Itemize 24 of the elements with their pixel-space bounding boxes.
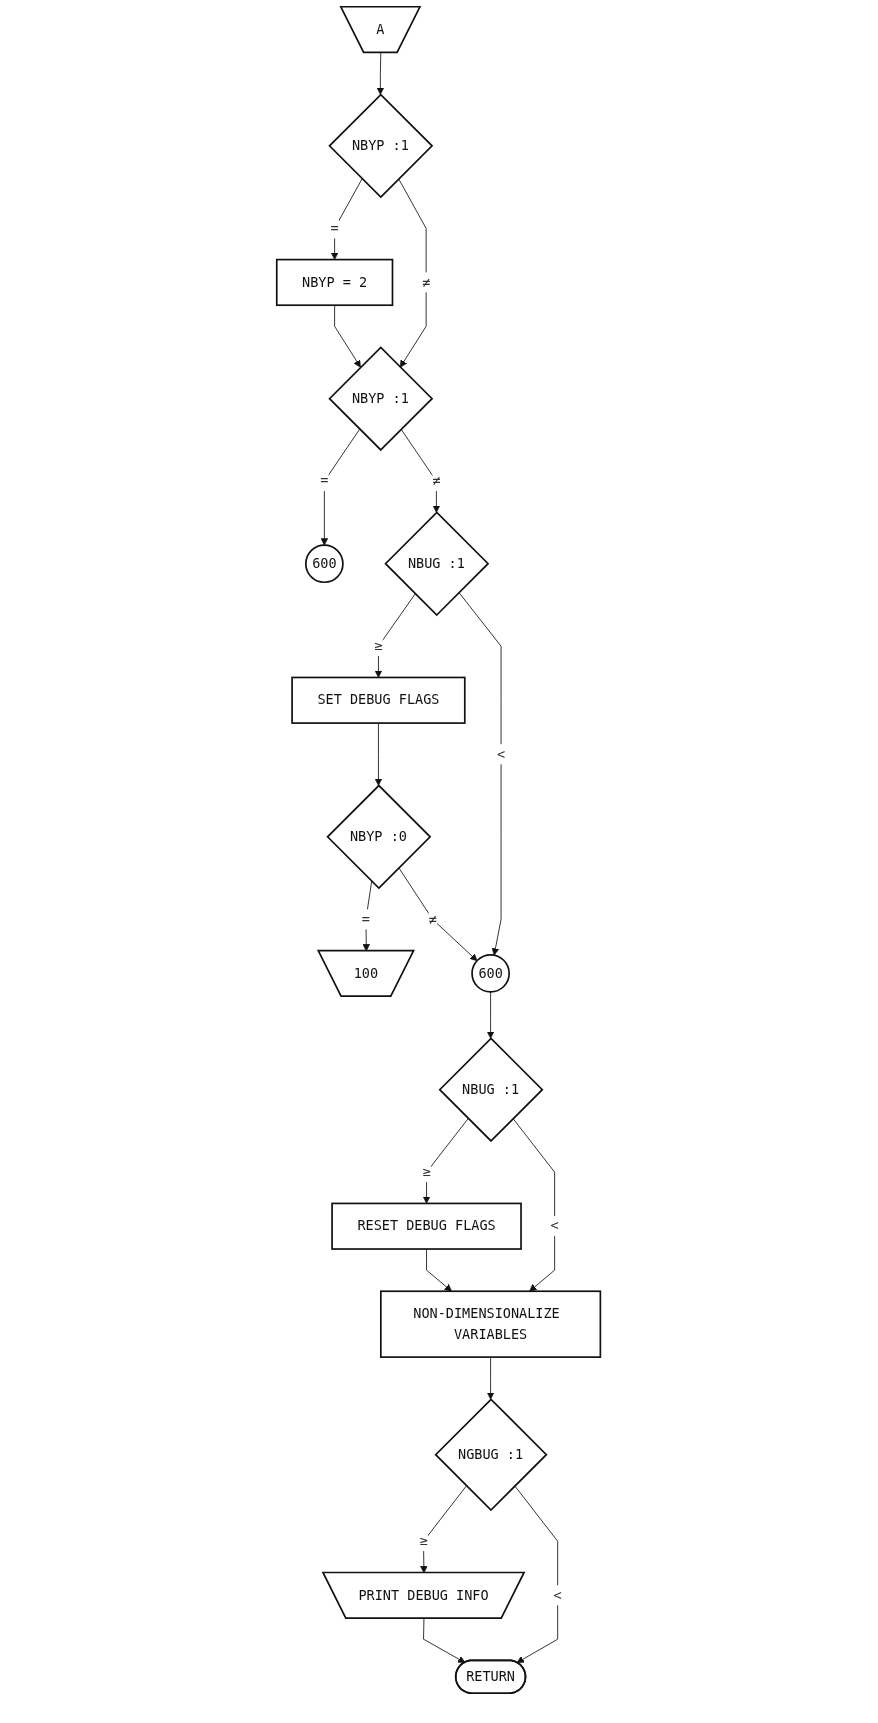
edge-label: < — [551, 1217, 560, 1234]
node-box: NON-DIMENSIONALIZE VARIABLES — [380, 1290, 602, 1358]
node-box: SET DEBUG FLAGS — [291, 676, 467, 724]
edge-label: ≥ — [374, 637, 383, 654]
edge-label: = — [320, 472, 329, 489]
node-diamond: NBYP :0 — [326, 784, 432, 890]
edge-label: < — [554, 1586, 563, 1603]
edge-label: ≥ — [419, 1532, 429, 1549]
edge-label: < — [497, 745, 506, 762]
edge-label: ≠ — [432, 472, 441, 489]
edge-label: ≠ — [429, 910, 438, 927]
node-circle: 600 — [305, 544, 345, 584]
node-diamond: NBUG :1 — [439, 1037, 544, 1143]
node-circle: 600 — [471, 954, 511, 993]
edge-label: ≥ — [422, 1163, 432, 1180]
edge-label: = — [330, 219, 340, 236]
node-diamond: NBYP :1 — [328, 346, 434, 452]
node-diamond: NBYP :1 — [328, 93, 434, 199]
edge-label: = — [362, 910, 371, 927]
node-box: RESET DEBUG FLAGS — [331, 1202, 523, 1250]
edge-label: ≠ — [422, 273, 431, 290]
node-diamond: NBUG :1 — [384, 511, 490, 617]
node-diamond: NGBUG :1 — [434, 1398, 548, 1512]
node-box: NBYP = 2 — [276, 258, 394, 307]
